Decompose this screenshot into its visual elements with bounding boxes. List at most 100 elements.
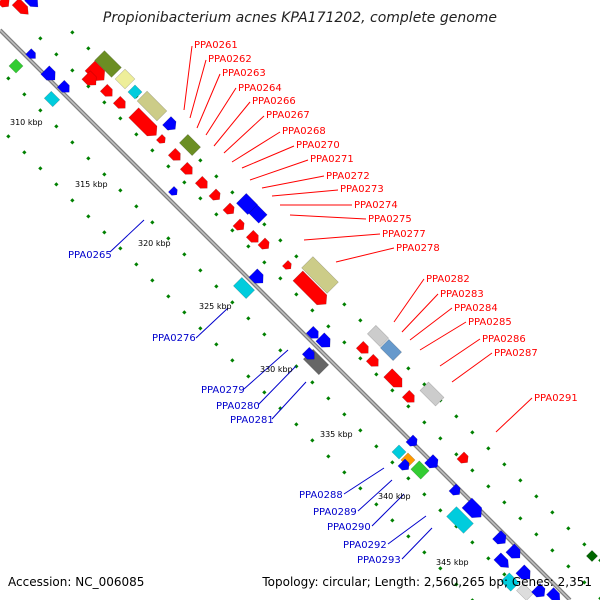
gene-feature [401,389,415,403]
gene-arrow [456,451,469,464]
gene-feature [128,107,158,137]
gene-feature [367,325,389,347]
leader-line [213,101,251,147]
gene-label: PPA0279 [201,385,245,396]
gene-label: PPA0267 [266,110,310,121]
leader-line [257,365,297,406]
track-dot [438,508,443,513]
track-dot [422,492,427,497]
gene-arrow [222,202,235,215]
leader-line [183,45,193,111]
gene-arrow [305,325,319,339]
gene-label: PPA0289 [313,507,357,518]
gene-feature [114,68,136,90]
leader-line [357,479,393,512]
track-dot [566,564,571,569]
gene-box [8,58,24,74]
gene-arrow [424,454,439,469]
gene-arrow [112,95,126,109]
gene-feature [292,270,328,306]
gene-feature [43,90,61,108]
track-dot [246,316,251,321]
track-dot [470,540,475,545]
ruler-label: 320 kbp [138,239,171,248]
track-dot [246,374,251,379]
red-gene-labels: PPA0261 PPA0262 PPA0263 PPA0264 PPA0266 … [194,40,578,404]
gene-arrow [208,188,221,201]
gene-label: PPA0280 [216,401,260,412]
ruler-label: 315 kbp [75,180,108,189]
gene-box [516,583,534,600]
track-dot [406,366,411,371]
gene-feature [127,84,143,100]
track-dot [6,134,11,139]
gene-label: PPA0275 [368,214,412,225]
track-dot [166,164,171,169]
gene-arrow [232,218,245,231]
track-dot [134,204,139,209]
track-dot [534,532,539,537]
gene-box [367,325,389,347]
gene-feature [397,458,410,471]
gene-box [233,277,255,299]
track-dot [262,260,267,265]
gene-box [410,460,430,480]
gene-arrow [315,332,331,348]
gene-feature [0,0,10,8]
gene-feature [25,48,36,59]
track-dot [486,446,491,451]
track-dot [374,502,379,507]
track-dot [6,76,11,81]
gene-feature [112,95,126,109]
track-dot [326,396,331,401]
track-dot [454,414,459,419]
track-dot [182,252,187,257]
gene-label: PPA0285 [468,317,512,328]
leader-line [387,515,427,545]
blue-gene-labels: PPA0265 PPA0276 PPA0279 PPA0280 PPA0281 … [68,250,401,566]
track-dot [294,422,299,427]
accession-text: Accession: NC_006085 [8,575,144,589]
track-dot [182,310,187,315]
track-dot [262,222,267,227]
gene-feature [546,587,561,600]
gene-feature [162,116,177,131]
gene-label: PPA0264 [238,83,282,94]
gene-feature [99,83,113,97]
gene-arrow [81,70,97,86]
track-dot [262,332,267,337]
gene-feature [424,454,439,469]
gene-feature [461,497,483,519]
leader-line [303,233,381,241]
gene-feature [167,147,181,161]
track-dot [246,244,251,249]
gene-feature [179,134,201,156]
track-dot [102,100,107,105]
gene-feature [380,339,402,361]
track-dot [70,140,75,145]
gene-box [127,84,143,100]
track-dot [118,246,123,251]
gene-feature [446,506,474,534]
gene-feature [456,451,469,464]
track-dot [310,380,315,385]
track-dot [550,510,555,515]
gene-arrow [531,583,546,598]
gene-arrow [25,48,36,59]
gene-arrow [505,543,521,559]
leader-line [243,349,289,390]
track-dot [406,534,411,539]
gene-arrow [167,147,181,161]
track-dot [342,340,347,345]
gene-label: PPA0293 [357,555,401,566]
gene-label: PPA0278 [396,243,440,254]
track-dot [22,150,27,155]
track-dot [566,526,571,531]
track-dot [198,326,203,331]
gene-label: PPA0291 [534,393,578,404]
track-dot [86,84,91,89]
gene-label: PPA0270 [296,140,340,151]
leader-line [195,307,229,339]
gene-feature [301,346,315,360]
track-dot [438,566,443,571]
